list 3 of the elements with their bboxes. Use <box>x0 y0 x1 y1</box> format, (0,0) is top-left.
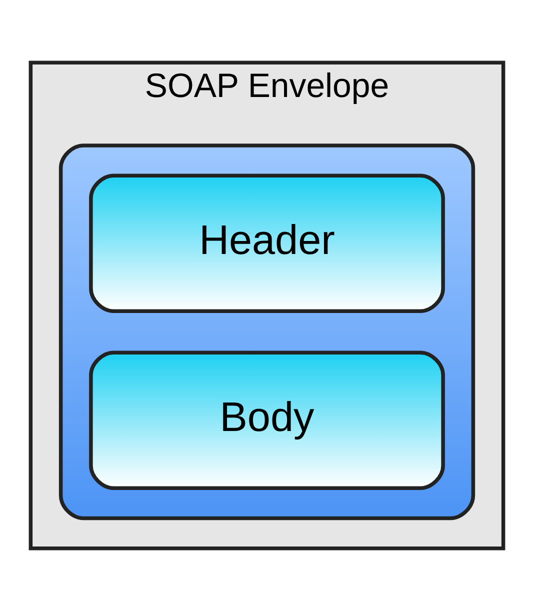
node-box: Body <box>89 350 445 490</box>
cluster <box>58 143 476 520</box>
node-box: Header <box>89 173 445 313</box>
